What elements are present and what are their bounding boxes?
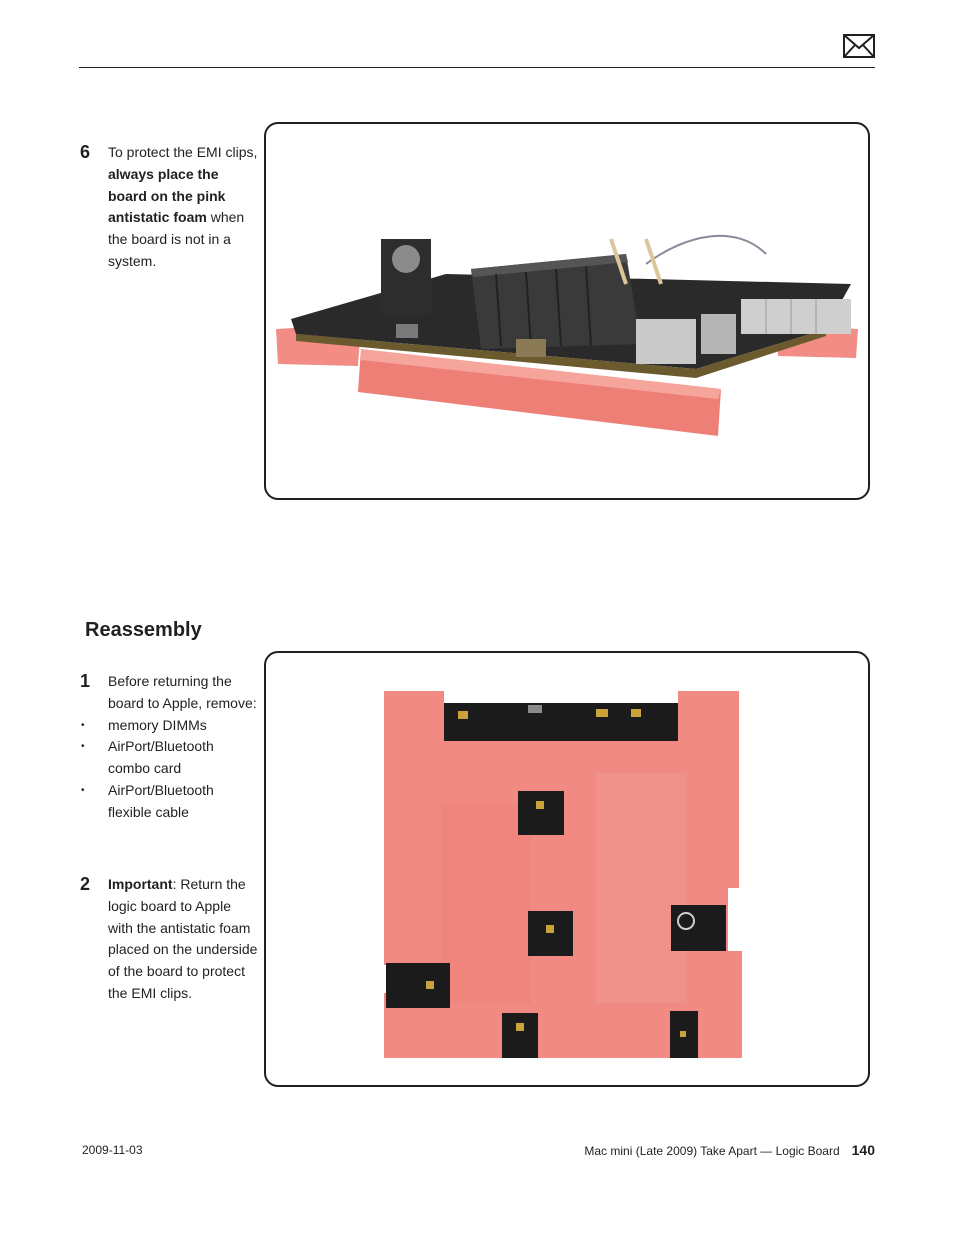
footer-title: Mac mini (Late 2009) Take Apart — Logic … <box>584 1142 875 1159</box>
section-title: Reassembly <box>85 619 202 641</box>
step-number: 6 <box>80 142 91 162</box>
remove-list: memory DIMMs AirPort/Bluetooth combo car… <box>81 715 258 824</box>
step-text: To protect the EMI clips, always place t… <box>108 144 258 269</box>
step-text: Important: Return the logic board to App… <box>108 876 258 1001</box>
photo-foam-underside <box>264 651 870 1087</box>
list-item: AirPort/Bluetooth flexible cable <box>81 780 258 824</box>
footer-doc-title: Mac mini (Late 2009) Take Apart — Logic … <box>584 1144 840 1158</box>
mail-envelope-icon[interactable] <box>843 34 875 58</box>
list-item: memory DIMMs <box>81 715 258 737</box>
step-intro: Before returning the board to Apple, rem… <box>108 673 257 711</box>
footer-date: 2009-11-03 <box>82 1143 143 1157</box>
list-item: AirPort/Bluetooth combo card <box>81 736 258 780</box>
step-number: 2 <box>80 874 91 894</box>
page-number: 140 <box>851 1142 875 1158</box>
step-text: Before returning the board to Apple, rem… <box>81 671 258 824</box>
header-rule <box>79 67 875 68</box>
step-number: 1 <box>80 671 91 691</box>
photo-board-on-foam <box>264 122 870 500</box>
